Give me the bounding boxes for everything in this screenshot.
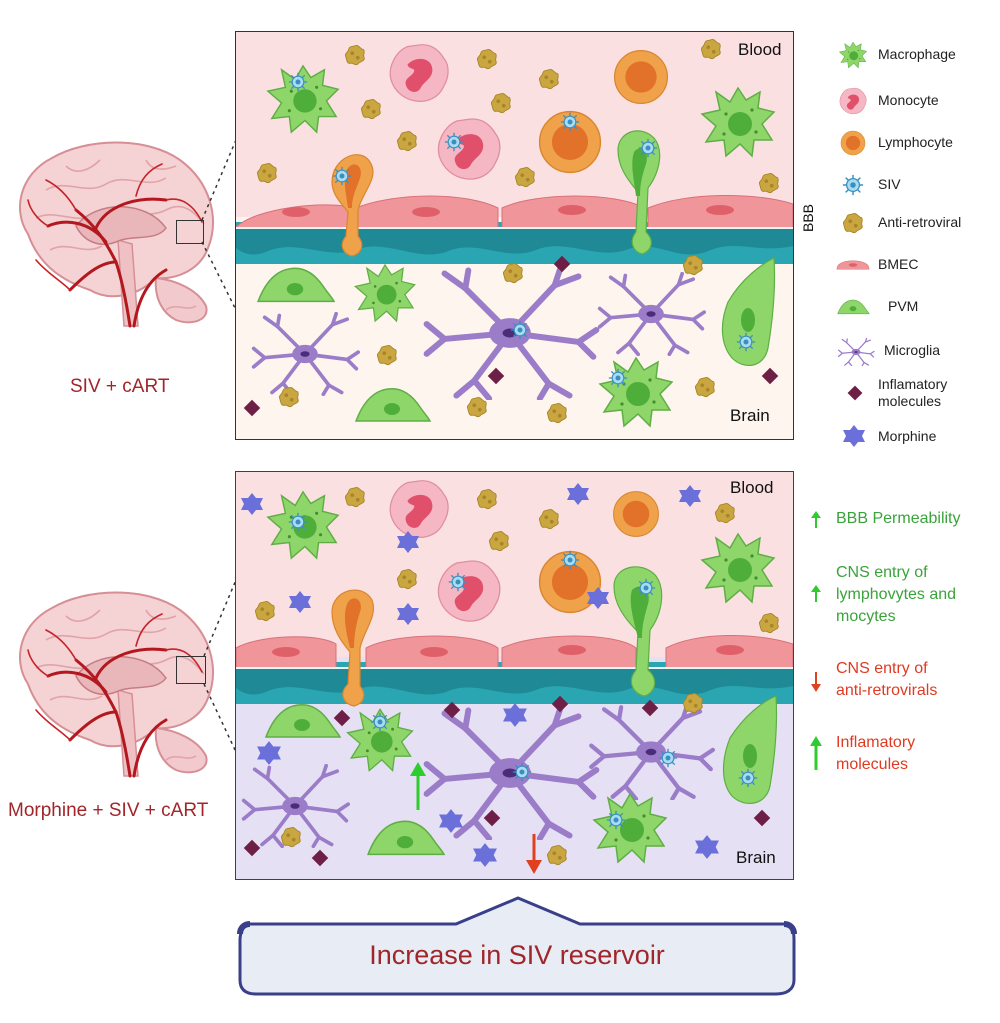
blood-label: Blood	[738, 40, 782, 59]
brain-label: Brain	[730, 406, 770, 425]
up-arrow-icon	[410, 762, 426, 810]
bbb-endothelium	[236, 635, 793, 704]
diagram-panel-top: Blood Brain	[235, 31, 794, 440]
up-arrow-icon	[811, 585, 821, 602]
up-arrow-icon	[810, 736, 822, 770]
siv-icon	[842, 174, 864, 196]
anti-retroviral-icon	[842, 213, 863, 234]
bbb-endothelium	[236, 194, 793, 264]
macrophage-icon	[839, 41, 867, 69]
bbb-label: BBB	[800, 204, 816, 233]
inflammatory-molecule-icon	[847, 385, 863, 401]
conclusion-text: Increase in SIV reservoir	[369, 940, 665, 970]
blood-region	[236, 32, 793, 217]
zoom-box	[176, 220, 204, 244]
bmec-icon	[836, 260, 870, 270]
cell-scene	[236, 480, 793, 874]
diagram-panel-bottom: Blood Brain	[235, 471, 794, 880]
down-arrow-icon	[526, 834, 542, 874]
brain-illustration-top	[6, 130, 226, 330]
blood-region	[236, 472, 793, 657]
microglia-icon	[837, 338, 875, 366]
brain-illustration-bottom	[6, 580, 226, 780]
blood-label: Blood	[730, 478, 774, 497]
conclusion-callout	[237, 896, 797, 996]
up-arrow-icon	[811, 511, 821, 528]
down-arrow-icon	[811, 672, 821, 692]
lymphocyte-icon	[840, 130, 866, 156]
condition-label-bottom: Morphine + SIV + cART	[8, 800, 209, 821]
zoom-box	[176, 656, 206, 684]
morphine-icon	[843, 425, 865, 447]
condition-label-top: SIV + cART	[70, 376, 170, 397]
pvm-icon	[837, 299, 870, 315]
brain-label: Brain	[736, 848, 776, 867]
cell-scene	[236, 39, 793, 427]
monocyte-icon	[839, 87, 867, 115]
